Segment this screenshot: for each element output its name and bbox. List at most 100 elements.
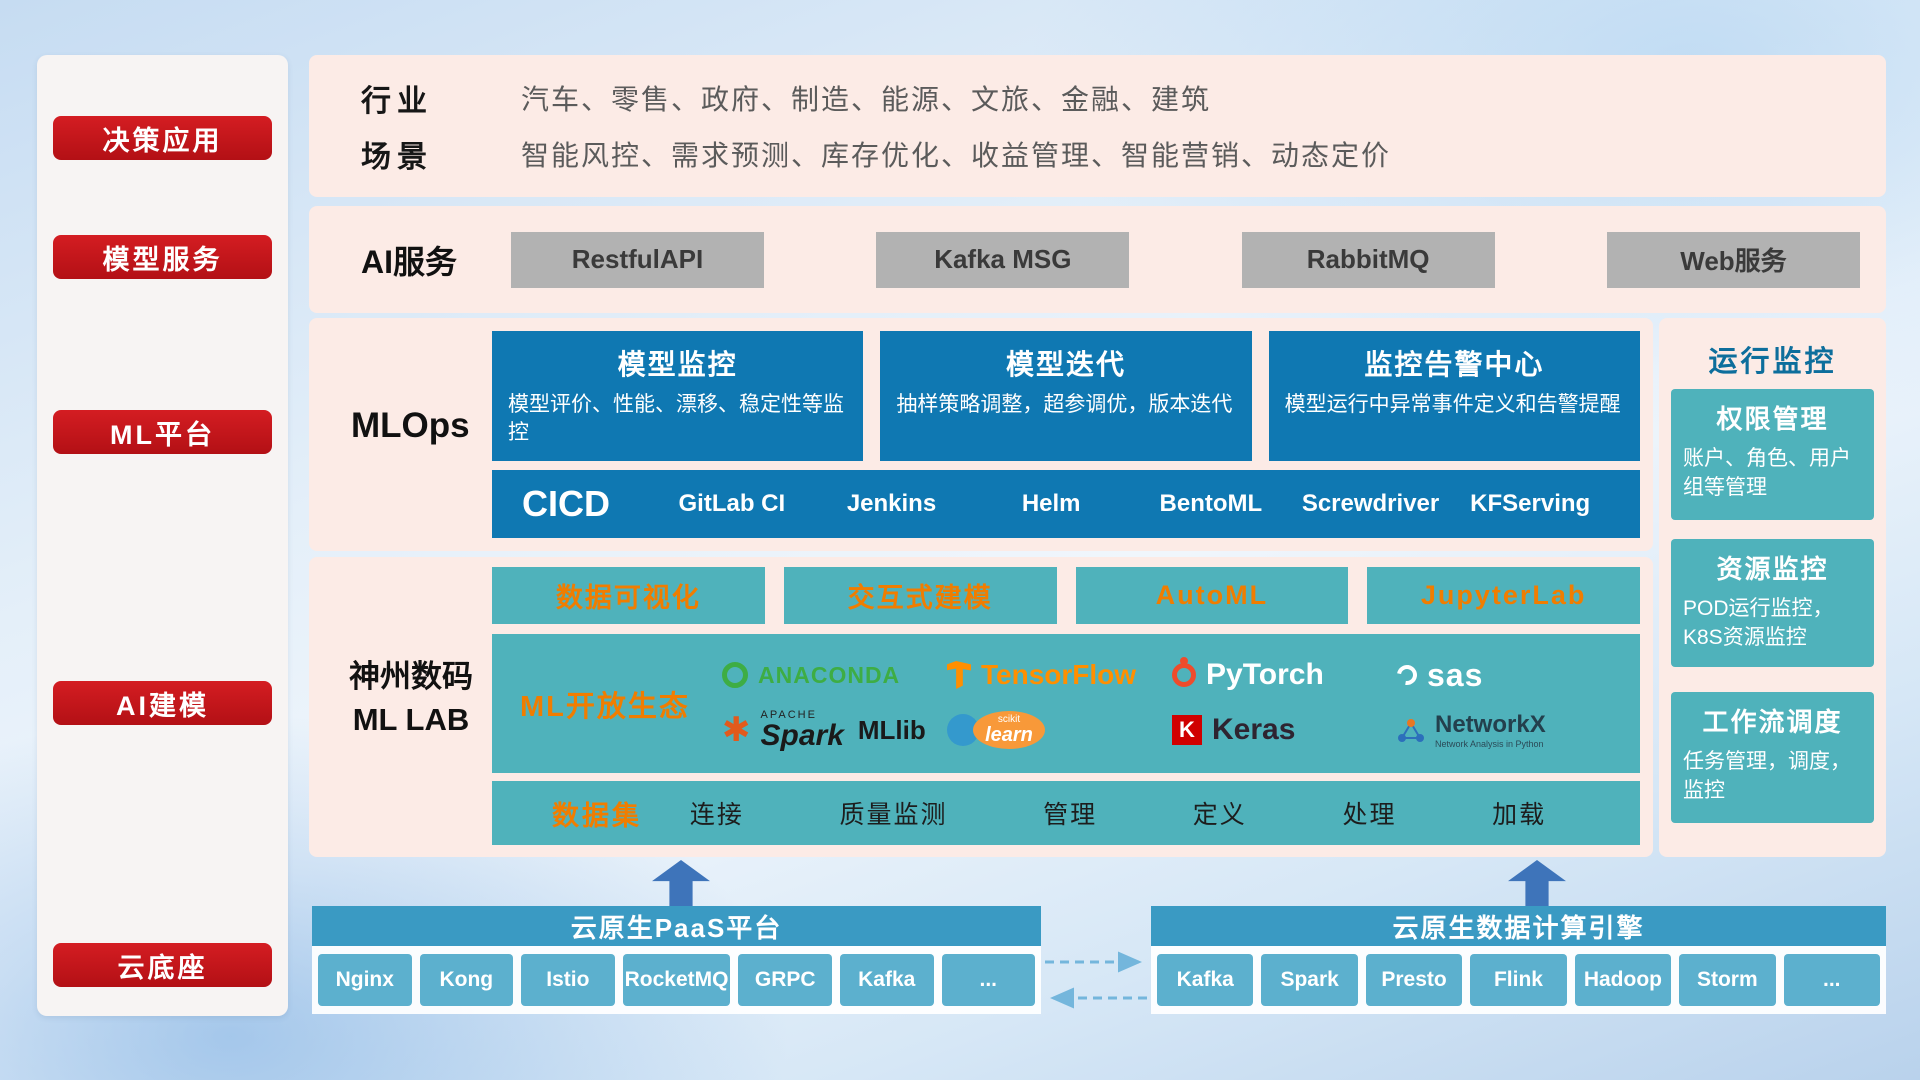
pytorch-logo: PyTorch <box>1172 658 1397 692</box>
card-title: 资源监控 <box>1716 554 1829 584</box>
ml-lab-label: 神州数码 ML LAB <box>333 655 489 742</box>
keras-logo-icon: K <box>1172 715 1202 745</box>
chip-automl: AutoML <box>1075 567 1349 624</box>
layer-badge-model-service: 模型服务 <box>53 235 272 279</box>
chip-web-service: Web服务 <box>1606 231 1860 288</box>
ml-lab-label-line1: 神州数码 <box>349 659 473 694</box>
cicd-item-gitlab-ci: GitLab CI <box>678 490 786 517</box>
tensorflow-logo: TensorFlow <box>947 659 1172 691</box>
chip-kafka: Kafka <box>1157 954 1254 1006</box>
networkx-logo-text: NetworkX <box>1435 711 1546 739</box>
scene-row: 场景 智能风控、需求预测、库存优化、收益管理、智能营销、动态定价 <box>361 132 1846 176</box>
chip-restful-api: RestfulAPI <box>511 231 764 288</box>
chip-spark: Spark <box>1261 954 1358 1006</box>
cicd-items: GitLab CI Jenkins Helm BentoML Screwdriv… <box>652 490 1610 518</box>
scikit-learn-badge: scikit learn <box>973 711 1045 749</box>
card-model-monitoring: 模型监控 模型评价、性能、漂移、稳定性等监控 <box>492 331 864 461</box>
up-arrow-icon <box>652 860 710 906</box>
cicd-label: CICD <box>522 483 610 524</box>
layer-sidebar: 决策应用 模型服务 ML平台 AI建模 云底座 <box>37 55 288 1016</box>
card-model-iteration: 模型迭代 抽样策略调整，超参调优，版本迭代 <box>880 331 1252 461</box>
card-alert-center: 监控告警中心 模型运行中异常事件定义和告警提醒 <box>1268 331 1640 461</box>
anaconda-logo-text: ANACONDA <box>758 661 901 688</box>
chip-kafka: Kafka <box>839 954 934 1006</box>
dataset-item-quality: 质量监测 <box>839 801 948 829</box>
layer-badge-decision-apps: 决策应用 <box>53 116 272 160</box>
chip-rocketmq: RocketMQ <box>622 954 731 1006</box>
chip-more: ... <box>941 954 1036 1006</box>
scikit-learn-logo: scikit learn <box>947 711 1172 749</box>
scene-values: 智能风控、需求预测、库存优化、收益管理、智能营销、动态定价 <box>521 140 1392 172</box>
keras-logo: K Keras <box>1172 713 1397 747</box>
ai-service-panel: AI服务 RestfulAPI Kafka MSG RabbitMQ Web服务 <box>309 206 1886 313</box>
card-desc: 账户、角色、用户组等管理 <box>1683 447 1851 500</box>
card-title: 权限管理 <box>1716 404 1829 434</box>
dataset-item-process: 处理 <box>1342 801 1397 829</box>
chip-nginx: Nginx <box>318 954 412 1006</box>
spark-wordmark: APACHE Spark <box>760 708 844 752</box>
ml-open-ecosystem-label: ML开放生态 <box>520 690 690 723</box>
chip-kafka-msg: Kafka MSG <box>876 231 1130 288</box>
card-desc: 抽样策略调整，超参调优，版本迭代 <box>896 393 1233 416</box>
cloud-paas-items: Nginx Kong Istio RocketMQ GRPC Kafka ... <box>312 946 1041 1014</box>
sas-logo-icon <box>1393 661 1421 689</box>
data-flow-arrows <box>1045 951 1147 1009</box>
chip-interactive-modeling: 交互式建模 <box>783 567 1057 624</box>
mlops-panel: MLOps 模型监控 模型评价、性能、漂移、稳定性等监控 模型迭代 抽样策略调整… <box>309 318 1653 551</box>
chip-rabbitmq: RabbitMQ <box>1241 231 1495 288</box>
card-desc: 模型运行中异常事件定义和告警提醒 <box>1284 393 1621 416</box>
ml-lab-tool-row: 数据可视化 交互式建模 AutoML JupyterLab <box>492 567 1640 624</box>
card-desc: 任务管理，调度，监控 <box>1683 750 1851 803</box>
cloud-paas-title: 云原生PaaS平台 <box>312 906 1041 946</box>
spark-apache-text: APACHE <box>760 708 817 721</box>
dataset-item-load: 加载 <box>1492 801 1547 829</box>
chip-grpc: GRPC <box>738 954 832 1006</box>
ml-lab-panel: 神州数码 ML LAB 数据可视化 交互式建模 AutoML JupyterLa… <box>309 557 1653 857</box>
card-title: 监控告警中心 <box>1364 349 1545 380</box>
card-resource-monitoring: 资源监控 POD运行监控，K8S资源监控 <box>1671 539 1874 667</box>
networkx-logo: NetworkX Network Analysis in Python <box>1397 711 1622 749</box>
scikit-text: scikit <box>997 714 1021 725</box>
chip-presto: Presto <box>1365 954 1463 1006</box>
dataset-items: 连接 质量监测 管理 定义 处理 加载 <box>642 795 1594 831</box>
chip-flink: Flink <box>1470 954 1567 1006</box>
anaconda-logo-icon <box>722 662 748 688</box>
cicd-item-jenkins: Jenkins <box>846 490 937 517</box>
pytorch-logo-icon <box>1172 663 1196 687</box>
cicd-item-screwdriver: Screwdriver <box>1301 490 1440 517</box>
scene-label: 场景 <box>361 141 433 175</box>
ml-open-ecosystem-box: ML开放生态 ANACONDA TensorFlow PyTorch sas <box>492 634 1640 773</box>
industry-row: 行业 汽车、零售、政府、制造、能源、文旅、金融、建筑 <box>361 76 1846 120</box>
chip-storm: Storm <box>1679 954 1776 1006</box>
sas-logo: sas <box>1393 657 1622 694</box>
tensorflow-logo-icon <box>947 661 971 689</box>
card-desc: POD运行监控，K8S资源监控 <box>1683 597 1834 650</box>
ml-lab-label-line2: ML LAB <box>352 702 470 738</box>
chip-kong: Kong <box>419 954 514 1006</box>
spark-logo-text: Spark <box>760 718 844 752</box>
dataset-item-connect: 连接 <box>689 801 744 829</box>
data-engine-group: 云原生数据计算引擎 Kafka Spark Presto Flink Hadoo… <box>1151 906 1886 1014</box>
cicd-bar: CICD GitLab CI Jenkins Helm BentoML Scre… <box>492 470 1640 538</box>
card-title: 模型监控 <box>617 349 738 380</box>
networkx-subtitle: Network Analysis in Python <box>1435 738 1544 749</box>
cicd-item-helm: Helm <box>1021 490 1081 517</box>
dataset-row: 数据集 连接 质量监测 管理 定义 处理 加载 <box>492 781 1640 845</box>
runtime-monitoring-panel: 运行监控 权限管理 账户、角色、用户组等管理 资源监控 POD运行监控，K8S资… <box>1659 318 1886 857</box>
runtime-monitoring-title: 运行监控 <box>1708 346 1837 378</box>
layer-badge-ai-modeling: AI建模 <box>53 681 272 725</box>
networkx-wordmark: NetworkX Network Analysis in Python <box>1435 711 1546 749</box>
chip-more: ... <box>1783 954 1880 1006</box>
cicd-item-bentoml: BentoML <box>1159 490 1263 517</box>
mlops-cards: 模型监控 模型评价、性能、漂移、稳定性等监控 模型迭代 抽样策略调整，超参调优，… <box>492 331 1640 461</box>
chip-data-visualization: 数据可视化 <box>492 567 765 624</box>
spark-mllib-logo: ✱ APACHE Spark MLlib <box>722 708 947 752</box>
learn-text: learn <box>985 724 1033 746</box>
mllib-logo-text: MLlib <box>857 714 926 745</box>
networkx-logo-icon <box>1398 719 1424 742</box>
up-arrow-icon <box>1508 860 1566 906</box>
keras-logo-text: Keras <box>1212 713 1296 746</box>
card-workflow-scheduling: 工作流调度 任务管理，调度，监控 <box>1671 692 1874 823</box>
cicd-item-kfserving: KFServing <box>1470 490 1591 517</box>
